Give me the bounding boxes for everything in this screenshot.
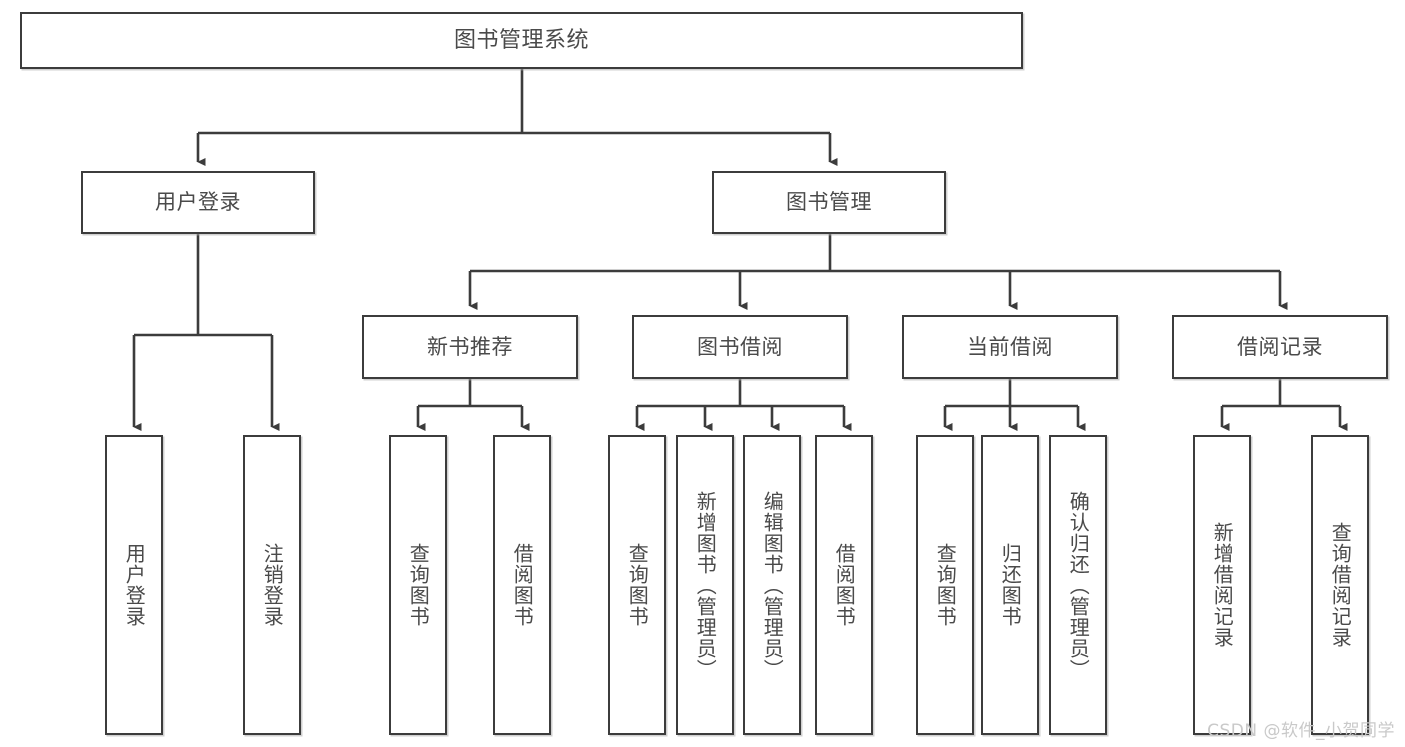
leaf-book-borrow-borrow[interactable]: 借阅图书 — [815, 435, 873, 735]
node-label: 借阅图书 — [832, 543, 857, 627]
leaf-new-book-borrow[interactable]: 借阅图书 — [493, 435, 551, 735]
node-label: 新书推荐 — [427, 334, 513, 359]
node-label: 图书借阅 — [697, 334, 783, 359]
leaf-current-borrow-confirm-return[interactable]: 确认归还（管理员） — [1049, 435, 1107, 735]
node-label: 借阅图书 — [510, 543, 535, 627]
leaf-book-borrow-query[interactable]: 查询图书 — [608, 435, 666, 735]
node-label: 注销登录 — [260, 543, 285, 627]
node-book-management[interactable]: 图书管理 — [712, 171, 946, 234]
leaf-current-borrow-query[interactable]: 查询图书 — [916, 435, 974, 735]
node-label: 新增借阅记录 — [1210, 522, 1235, 648]
leaf-current-borrow-return[interactable]: 归还图书 — [981, 435, 1039, 735]
node-label: 查询图书 — [625, 543, 650, 627]
leaf-user-login-logout[interactable]: 注销登录 — [243, 435, 301, 735]
leaf-book-borrow-edit[interactable]: 编辑图书（管理员） — [743, 435, 801, 735]
node-label: 图书管理 — [786, 190, 872, 215]
node-label: 借阅记录 — [1237, 334, 1323, 359]
node-user-login[interactable]: 用户登录 — [81, 171, 315, 234]
node-label: 查询图书 — [406, 543, 431, 627]
node-label: 新增图书（管理员） — [693, 490, 718, 680]
node-label: 用户登录 — [122, 543, 147, 627]
leaf-new-book-query[interactable]: 查询图书 — [389, 435, 447, 735]
node-label: 查询借阅记录 — [1328, 522, 1353, 648]
node-book-borrow[interactable]: 图书借阅 — [632, 315, 848, 379]
node-label: 图书管理系统 — [453, 27, 589, 53]
leaf-borrow-record-query[interactable]: 查询借阅记录 — [1311, 435, 1369, 735]
node-label: 编辑图书（管理员） — [760, 490, 785, 680]
node-borrow-record[interactable]: 借阅记录 — [1172, 315, 1388, 379]
node-root[interactable]: 图书管理系统 — [20, 12, 1023, 69]
node-label: 归还图书 — [998, 543, 1023, 627]
leaf-user-login-login[interactable]: 用户登录 — [105, 435, 163, 735]
leaf-book-borrow-add[interactable]: 新增图书（管理员） — [676, 435, 734, 735]
node-label: 当前借阅 — [967, 334, 1053, 359]
node-label: 用户登录 — [155, 190, 241, 215]
leaf-borrow-record-add[interactable]: 新增借阅记录 — [1193, 435, 1251, 735]
node-label: 确认归还（管理员） — [1066, 490, 1091, 680]
node-current-borrow[interactable]: 当前借阅 — [902, 315, 1118, 379]
node-label: 查询图书 — [933, 543, 958, 627]
node-new-book-recommend[interactable]: 新书推荐 — [362, 315, 578, 379]
